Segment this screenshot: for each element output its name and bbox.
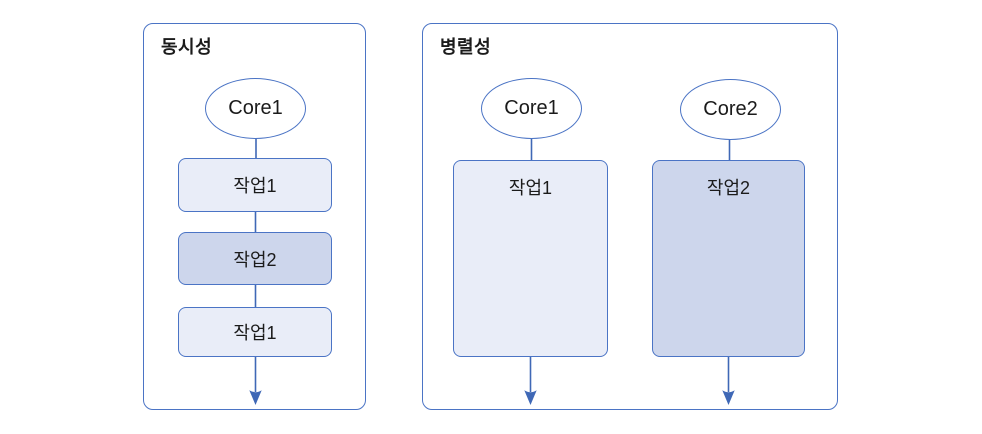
core-label: Core1 [228, 97, 283, 119]
core-node: Core1 [481, 78, 582, 139]
panel-title: 동시성 [161, 37, 213, 57]
task-label: 작업1 [233, 323, 277, 343]
panel-title: 병렬성 [440, 37, 492, 57]
task-box: 작업1 [453, 160, 608, 357]
panel-concurrency: 동시성 [143, 23, 366, 410]
task-box: 작업2 [178, 232, 332, 285]
core-label: Core2 [703, 98, 758, 120]
core-label: Core1 [504, 97, 559, 119]
task-label: 작업1 [233, 176, 277, 196]
task-box: 작업2 [652, 160, 805, 357]
task-label: 작업2 [706, 178, 751, 198]
task-box: 작업1 [178, 307, 332, 357]
core-node: Core2 [680, 79, 781, 140]
panel-parallelism: 병렬성 [422, 23, 838, 410]
task-box: 작업1 [178, 158, 332, 212]
task-label: 작업2 [233, 249, 277, 270]
task-label: 작업1 [508, 178, 553, 198]
core-node: Core1 [205, 78, 306, 139]
